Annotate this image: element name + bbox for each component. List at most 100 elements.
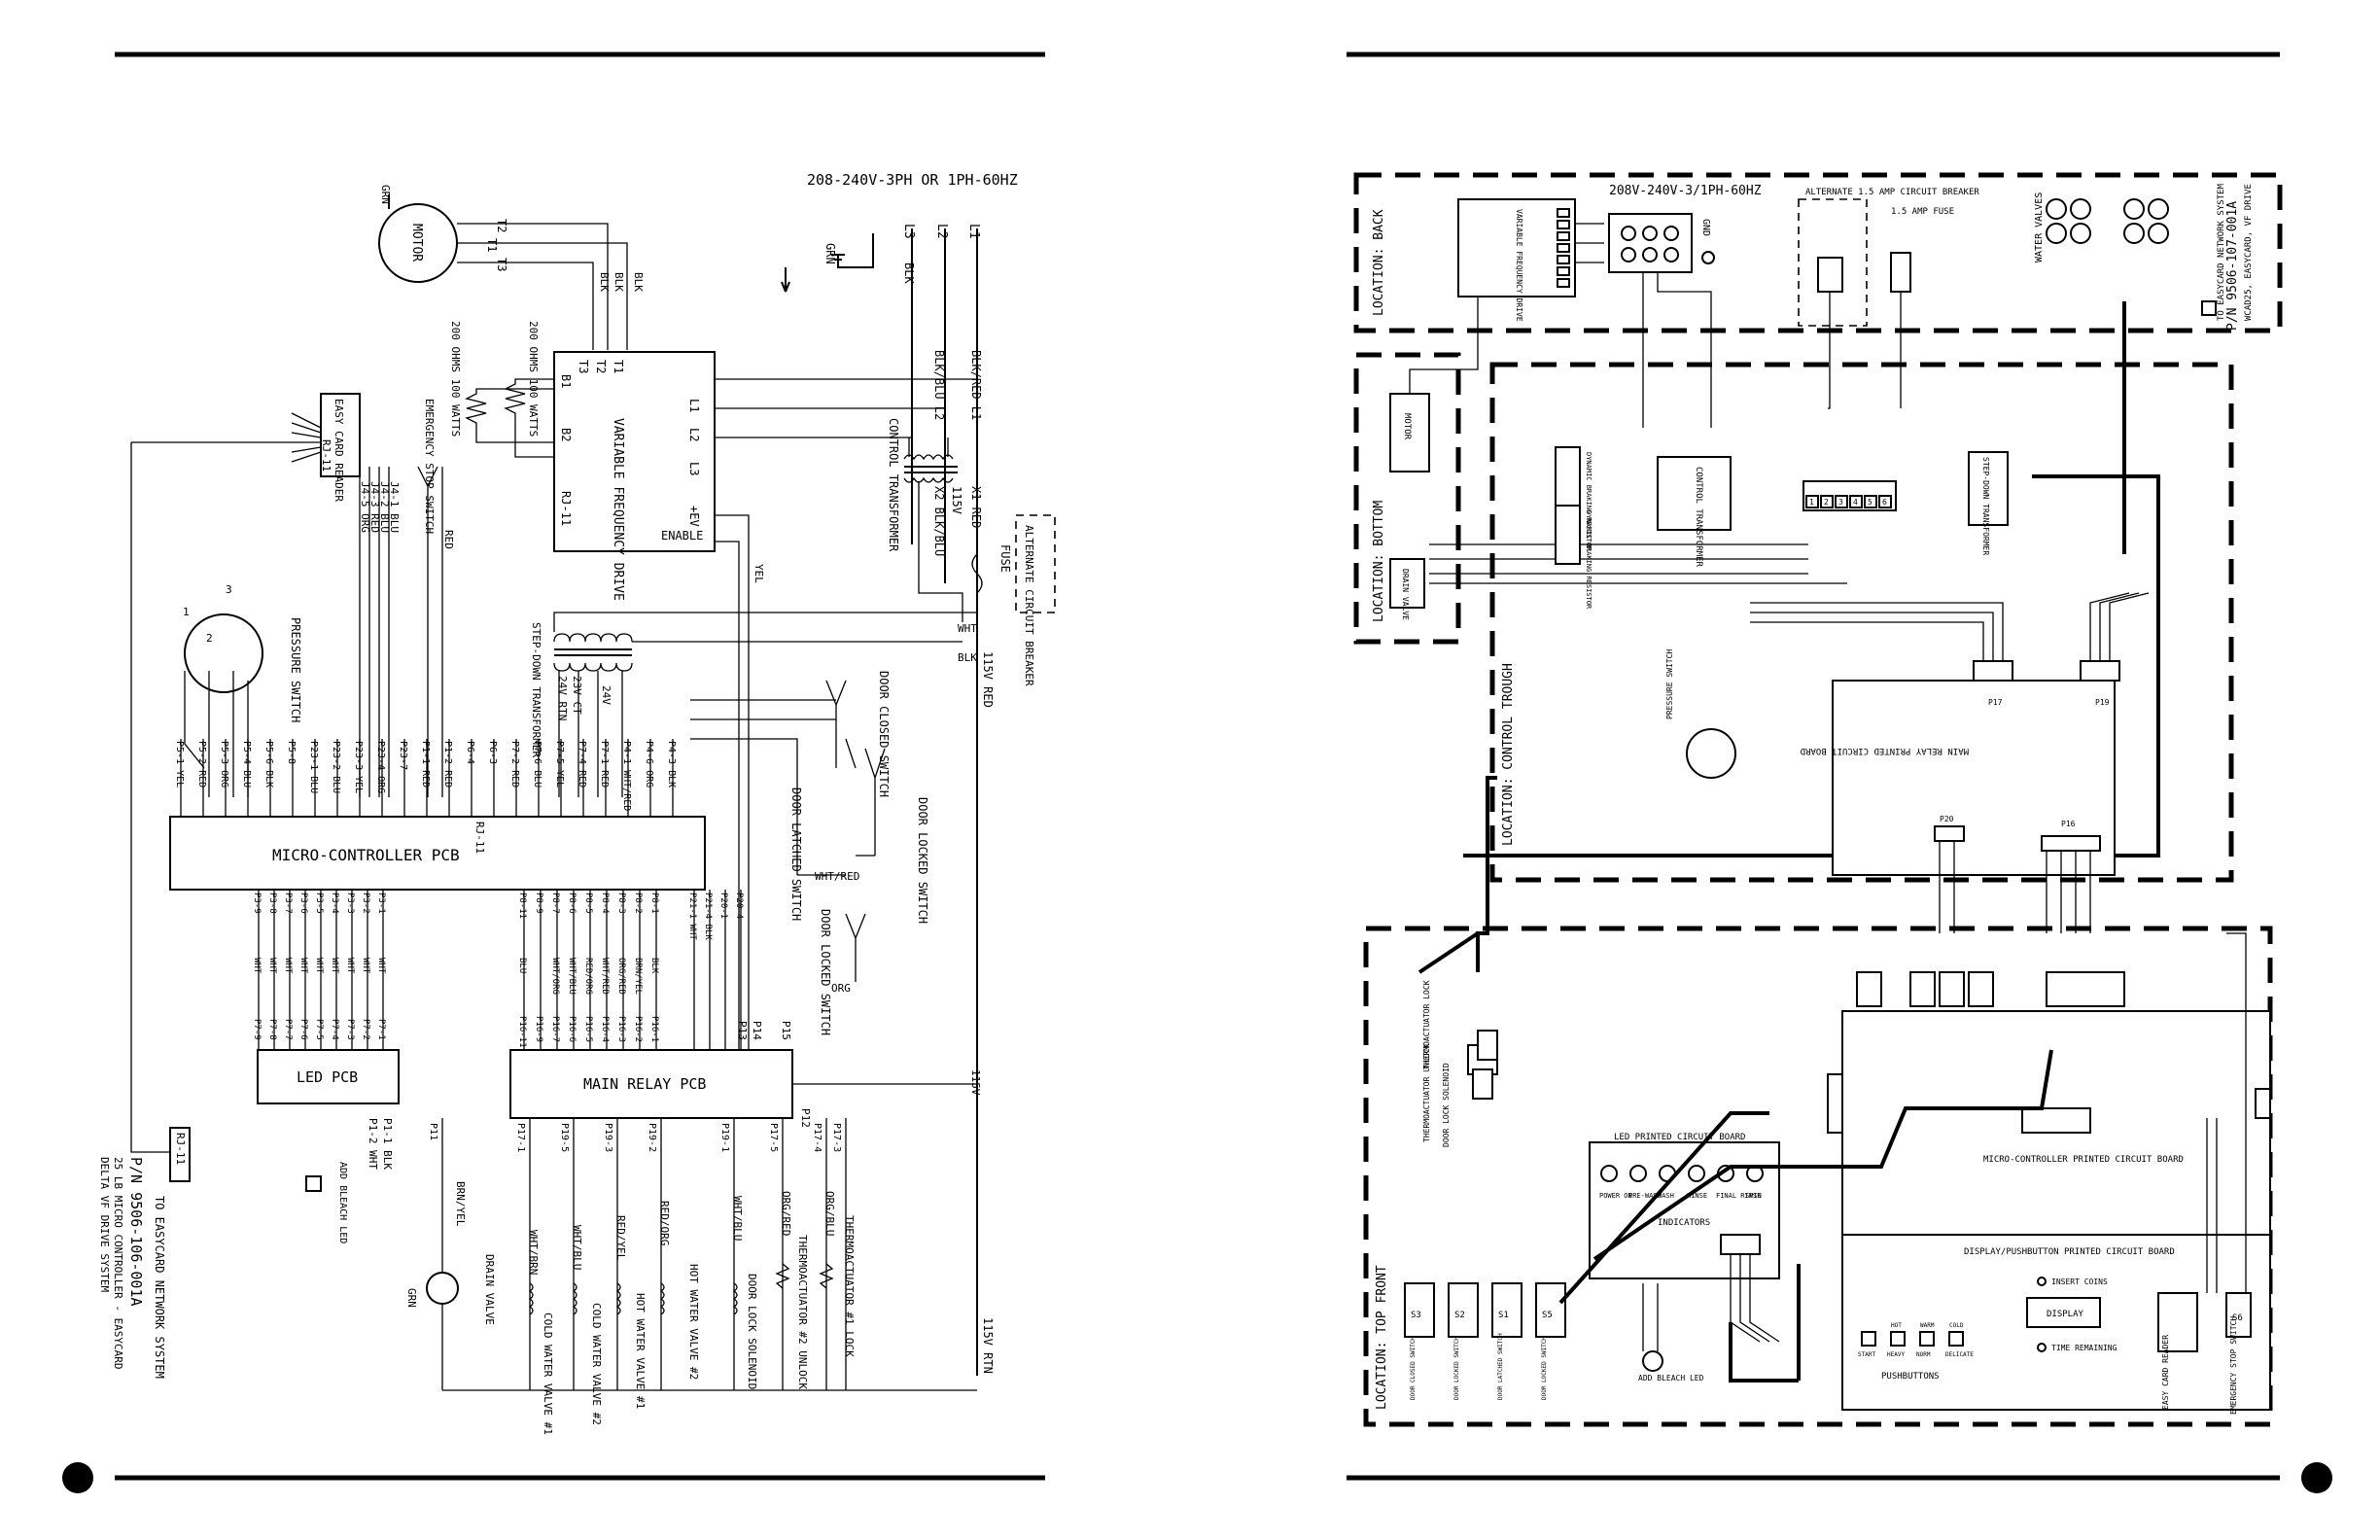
mc-top-pin: P7-6 BLU	[532, 741, 542, 788]
right-page-dot	[2301, 1462, 2332, 1493]
vfd-t2: T2	[594, 360, 608, 373]
mc-top-pin: P7-2 RED	[509, 741, 520, 788]
relay-bottom-pin: P11	[428, 1123, 438, 1140]
pushbutton	[1919, 1331, 1935, 1347]
door-switch	[1404, 1282, 1435, 1338]
display-board-label: DISPLAY/PUSHBUTTON PRINTED CIRCUIT BOARD	[1964, 1247, 2175, 1257]
indicator-label: SPIN	[1745, 1192, 1762, 1200]
motor-t3: T3	[495, 258, 508, 271]
p1-1-blk: P1-1 BLK	[381, 1118, 394, 1170]
p8-color: BLU	[517, 958, 527, 973]
p8-color: WHT/BLU	[567, 958, 577, 995]
door-switch	[1491, 1282, 1522, 1338]
front-connector	[1909, 971, 1936, 1007]
p16-pin: P16-6	[567, 1016, 577, 1042]
red-yel: RED/YEL	[614, 1215, 627, 1261]
p8-pin: P8-4	[600, 892, 610, 914]
easy-card-right-label: EASY CARD READER	[2161, 1335, 2170, 1410]
left-schematic: 208-240V-3PH OR 1PH-60HZ L1 L2 L3 BLK GR…	[98, 171, 1056, 1435]
wht-red-a: WHT/RED	[815, 870, 859, 883]
frame-bottom	[1353, 352, 1461, 645]
p12-label: P12	[799, 1108, 812, 1128]
pushbutton-label: DELICATE	[1945, 1351, 1974, 1358]
valve-coil	[732, 1282, 738, 1315]
door-switch-id: S2	[1454, 1311, 1465, 1320]
motor-right-label: MOTOR	[1402, 413, 1412, 440]
blk-blu-l2: BLK/BLU L2	[932, 350, 946, 420]
alt-breaker-right-label: ALTERNATE 1.5 AMP CIRCUIT BREAKER	[1805, 188, 1979, 197]
tap-23v: 23V CT	[571, 676, 583, 715]
led-conn	[1720, 1234, 1761, 1255]
p5-conn	[1827, 1073, 1843, 1134]
mc-top-pin: P23-7	[398, 741, 408, 770]
control-transformer	[903, 438, 958, 483]
thermo-2: THERMOACTUATOR #2 UNLOCK	[796, 1235, 809, 1389]
frame-trough	[1489, 362, 2234, 883]
drain-grn: GRN	[405, 1288, 418, 1308]
p16-pin: P16-9	[534, 1016, 543, 1042]
p3-pin: P3-4	[330, 892, 339, 914]
pushbutton-top-label: HOT	[1891, 1322, 1902, 1329]
thermo-1: THERMOACTUATOR #1 LOCK	[843, 1215, 856, 1357]
red-a: RED	[442, 530, 455, 549]
water-valve-coil	[2148, 223, 2169, 244]
x1-red: X1 RED	[969, 486, 983, 528]
door-switch-id: S3	[1411, 1311, 1421, 1320]
v115-b: 115V	[969, 1069, 982, 1096]
vfd-terminal	[1557, 220, 1570, 229]
mc-top-pin: P4-3 BLK	[666, 741, 677, 788]
thermo-lock-label: THERMOACTUATOR LOCK	[1422, 980, 1431, 1069]
p7-pin: P7-2	[361, 1019, 370, 1040]
p8-color: RED/ORG	[583, 958, 593, 995]
blk-red-l1: BLK/RED L1	[969, 350, 983, 420]
estop-right	[2225, 1292, 2252, 1338]
easy-card-right	[2157, 1292, 2198, 1352]
mc-top-pin: P5-3 ORG	[219, 741, 229, 788]
supply-terminal	[1621, 247, 1636, 262]
wht-brn: WHT/BRN	[527, 1230, 540, 1275]
estop-label: EMERGENCY STOP SWITCH	[423, 399, 436, 534]
p8-color: BLK	[649, 958, 659, 974]
j4-3: J4-3 RED	[368, 481, 381, 533]
control-tf-label: CONTROL TRANSFORMER	[887, 418, 900, 552]
dyn1-label: DYNAMIC BRAKING RESISTOR	[1585, 452, 1592, 551]
add-bleach-led-right	[1642, 1350, 1663, 1372]
pushbutton-label: START	[1858, 1351, 1875, 1358]
p16-pin: P16-4	[600, 1016, 610, 1042]
blk-a: BLK	[612, 272, 625, 292]
stepdown-right	[1968, 451, 2009, 526]
vfd-box	[553, 351, 716, 552]
main-relay-pcb-label: MAIN RELAY PCB	[583, 1075, 706, 1093]
terminal-num: 6	[1882, 498, 1887, 507]
dyn-brake-2	[1555, 505, 1581, 565]
supply-terminal	[1663, 226, 1679, 241]
terminal-num: 1	[1809, 498, 1814, 507]
p8-color: BRN/YEL	[633, 958, 643, 995]
indicator-led	[1688, 1165, 1705, 1182]
mc-top-pin: P23-2 BLU	[331, 741, 341, 793]
display-label: DISPLAY	[2047, 1310, 2084, 1319]
terminal-num: 5	[1868, 498, 1872, 507]
p16-pin: P16-7	[550, 1016, 560, 1042]
j4-1: J4-1 BLU	[388, 481, 401, 533]
supply-terminal	[1621, 226, 1636, 241]
mc-top-pin: P5-8	[286, 741, 297, 764]
p3-color: WHT	[267, 958, 277, 974]
stepdown-label: STEP-DOWN TRANSFORMER	[530, 622, 542, 757]
door-lock-sol-right: DOOR LOCK SOLENOID	[1442, 1063, 1451, 1147]
valve-coil	[615, 1282, 621, 1315]
main-relay-board-label: MAIN RELAY PRINTED CIRCUIT BOARD	[1801, 746, 1969, 755]
vfd-b1: B1	[559, 374, 573, 388]
mc-board-right-label: MICRO-CONTROLLER PRINTED CIRCUIT BOARD	[1983, 1155, 2184, 1165]
wht-a: WHT	[958, 622, 977, 635]
p19-label: P19	[2095, 698, 2110, 707]
indicator-led	[1629, 1165, 1647, 1182]
door-switch	[1535, 1282, 1566, 1338]
terminal-num: 4	[1853, 498, 1858, 507]
door-switch-name: DOOR LATCHED SWITCH	[1497, 1333, 1504, 1400]
mc-pcb-label: MICRO-CONTROLLER PCB	[272, 846, 460, 864]
display-window	[2026, 1297, 2101, 1328]
front-connector	[1856, 971, 1882, 1007]
mc-top-pin: P23-1 BLU	[308, 741, 319, 793]
p3-pin: P3-6	[298, 892, 308, 914]
